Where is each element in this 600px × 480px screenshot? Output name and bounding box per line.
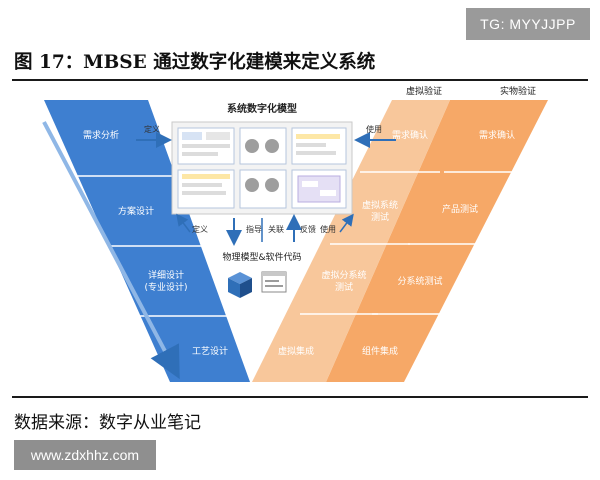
label-define-bottom: 定义 xyxy=(192,224,208,234)
left-band: 需求分析 方案设计 详细设计 (专业设计) 工艺设计 xyxy=(44,100,250,382)
source-rule xyxy=(12,396,588,398)
bottom-label: 物理模型&软件代码 xyxy=(222,251,301,263)
virtual-header: 虚拟验证 xyxy=(406,85,442,97)
virtual-stage-3: 虚拟分系统 xyxy=(321,269,366,281)
mbse-v-diagram: 需求分析 方案设计 详细设计 (专业设计) 工艺设计 需求确认 产品测试 分系统… xyxy=(0,82,600,394)
physical-stage-3: 分系统测试 xyxy=(397,275,442,287)
center-title: 系统数字化模型 xyxy=(227,102,297,115)
physical-stage-2: 产品测试 xyxy=(442,203,478,215)
code-window-icon xyxy=(261,271,287,293)
figure-title: 图 17：MBSE 通过数字化建模来定义系统 xyxy=(14,52,376,73)
left-down-arrow xyxy=(42,121,180,380)
arrow-use-bottom xyxy=(339,213,354,233)
label-link: 关联 xyxy=(268,224,284,234)
physical-header: 实物验证 xyxy=(500,85,536,97)
physical-band: 需求确认 产品测试 分系统测试 组件集成 xyxy=(326,100,548,382)
watermark-top: TG: MYYJJPP xyxy=(466,8,590,40)
label-use-right: 使用 xyxy=(366,124,382,134)
virtual-stage-2: 虚拟系统 xyxy=(362,199,398,211)
virtual-band: 需求确认 虚拟系统 测试 虚拟分系统 测试 虚拟集成 xyxy=(252,100,450,382)
label-use-bottom: 使用 xyxy=(320,224,336,234)
physical-stage-1: 需求确认 xyxy=(479,129,515,141)
cube-icon xyxy=(228,272,252,298)
virtual-stage-1: 需求确认 xyxy=(392,129,428,141)
label-define-left: 定义 xyxy=(144,124,160,134)
virtual-stage-4: 虚拟集成 xyxy=(278,345,314,357)
label-feedback: 反馈 xyxy=(300,224,316,234)
watermark-bottom: www.zdxhhz.com xyxy=(14,440,156,470)
physical-stage-4: 组件集成 xyxy=(362,345,398,357)
left-stage-3: 详细设计 xyxy=(148,269,184,281)
virtual-stage-2-sub: 测试 xyxy=(371,211,389,223)
left-stage-3-sub: (专业设计) xyxy=(144,281,187,293)
title-rule xyxy=(12,79,588,81)
virtual-stage-3-sub: 测试 xyxy=(335,281,353,293)
model-collage xyxy=(171,121,353,215)
left-stage-1: 需求分析 xyxy=(83,129,119,141)
left-stage-2: 方案设计 xyxy=(118,205,154,217)
label-guide: 指导 xyxy=(246,224,262,234)
source-line: 数据来源：数字从业笔记 xyxy=(14,413,201,433)
arrow-define-bottom xyxy=(176,213,191,233)
left-stage-4: 工艺设计 xyxy=(192,345,228,357)
